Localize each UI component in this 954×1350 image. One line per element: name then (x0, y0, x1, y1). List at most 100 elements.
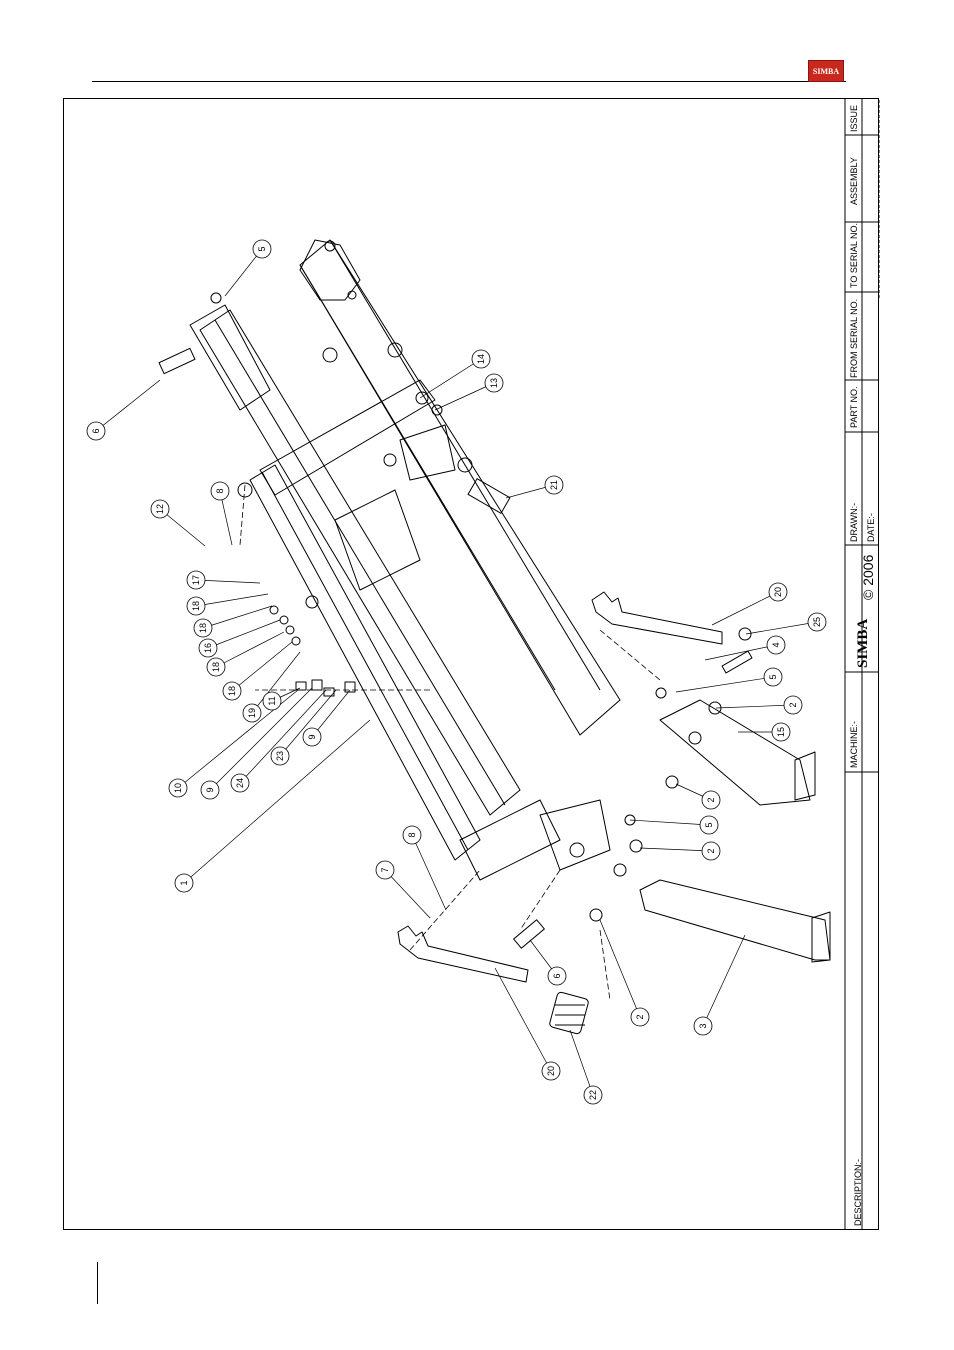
callout-bubble: 20 (542, 1062, 560, 1080)
callout-leader (495, 968, 551, 1071)
callout-number: 8 (407, 832, 417, 837)
callout-number: 14 (476, 354, 486, 364)
callout-number: 11 (267, 696, 277, 705)
callout-bubble: 6 (548, 967, 566, 985)
callout-bubble: 18 (194, 619, 212, 637)
callout-leader (412, 835, 446, 910)
callout-number: 9 (307, 734, 317, 739)
callout-bubble: 9 (303, 728, 321, 746)
callout-leader (640, 848, 711, 851)
callout-bubble: 17 (187, 571, 205, 589)
callout-number: 13 (489, 378, 499, 388)
callout-number: 5 (768, 674, 778, 679)
callout-number: 25 (812, 617, 822, 627)
callout-bubble: 20 (769, 583, 787, 601)
callout-number: 2 (788, 702, 798, 707)
callout-leader (420, 359, 481, 398)
callout-leader (280, 690, 336, 756)
callout-number: 5 (257, 246, 267, 251)
callout-leader (746, 622, 817, 634)
callout-leader (716, 705, 793, 708)
callout-number: 3 (698, 1023, 708, 1028)
callout-leader (208, 620, 280, 648)
callout-leader (203, 606, 272, 628)
callout-bubble: 24 (231, 774, 249, 792)
callout-bubble: 16 (199, 639, 217, 657)
callout-number: 12 (155, 504, 165, 514)
callout-bubble: 5 (253, 240, 271, 258)
callout-leader (232, 642, 292, 691)
callout-number: 4 (771, 642, 781, 647)
callout-bubble: 14 (472, 350, 490, 368)
callout-bubble: 18 (187, 597, 205, 615)
callout-bubble: 6 (87, 422, 105, 440)
callout-bubble: 1 (175, 874, 193, 892)
callout-number: 18 (211, 662, 221, 672)
callout-leader (600, 920, 640, 1017)
callout-bubble: 7 (376, 861, 394, 879)
callout-bubble: 8 (403, 826, 421, 844)
callout-leader (705, 645, 776, 660)
callout-leader (210, 688, 312, 790)
callout-bubble: 8 (211, 482, 229, 500)
callout-number: 19 (247, 708, 257, 718)
callout-number: 9 (205, 787, 215, 792)
callout-leader (703, 935, 745, 1026)
callout-number: 22 (588, 1090, 598, 1100)
callout-bubble: 11 (263, 692, 281, 710)
callout-number: 18 (198, 623, 208, 633)
callout-number: 18 (227, 686, 237, 696)
callout-bubble: 4 (767, 636, 785, 654)
callout-leader (196, 580, 260, 583)
callout-leader (570, 1030, 593, 1095)
callout-bubble: 2 (784, 696, 802, 714)
callout-leader (385, 870, 430, 918)
callout-number: 15 (776, 727, 786, 737)
callout-bubble: 2 (631, 1008, 649, 1026)
callout-leader (184, 720, 370, 883)
callout-number: 8 (215, 488, 225, 493)
callout-number: 1 (179, 880, 189, 885)
callout-bubble: 10 (169, 779, 187, 797)
callout-number: 2 (706, 848, 716, 853)
callout-number: 2 (706, 797, 716, 802)
callout-leader (630, 820, 709, 825)
callout-number: 10 (173, 783, 183, 793)
callout-bubble: 19 (243, 704, 261, 722)
callout-bubble: 2 (702, 791, 720, 809)
callout-bubble: 25 (808, 613, 826, 631)
callout-bubble: 22 (584, 1086, 602, 1104)
callout-bubble: 9 (201, 781, 219, 799)
callout-number: 17 (191, 575, 201, 585)
callout-leader (216, 632, 284, 667)
callout-bubble: 21 (545, 476, 563, 494)
callout-number: 5 (704, 822, 714, 827)
callout-bubble: 15 (772, 723, 790, 741)
callout-bubble: 18 (207, 658, 225, 676)
callout-leader (196, 594, 268, 606)
callout-number: 24 (235, 778, 245, 788)
callout-bubble: 5 (764, 668, 782, 686)
callout-bubble: 13 (485, 374, 503, 392)
callout-number: 20 (546, 1066, 556, 1076)
callout-number: 20 (773, 587, 783, 597)
callout-bubble: 18 (223, 682, 241, 700)
callout-number: 2 (635, 1014, 645, 1019)
callout-leader (96, 380, 160, 431)
callout-bubble: 23 (271, 747, 289, 765)
callout-number: 18 (191, 601, 201, 611)
callout-number: 21 (549, 480, 559, 490)
callout-leader (435, 383, 494, 410)
callout-bubble: 3 (694, 1017, 712, 1035)
callout-leader (676, 677, 773, 692)
callout-number: 16 (203, 643, 213, 653)
callout-number: 23 (275, 751, 285, 761)
callout-bubble: 2 (702, 842, 720, 860)
callout-number: 6 (552, 973, 562, 978)
callout-bubble: 5 (700, 816, 718, 834)
callout-number: 7 (380, 867, 390, 872)
callout-bubble: 12 (151, 500, 169, 518)
callout-number: 6 (91, 428, 101, 433)
